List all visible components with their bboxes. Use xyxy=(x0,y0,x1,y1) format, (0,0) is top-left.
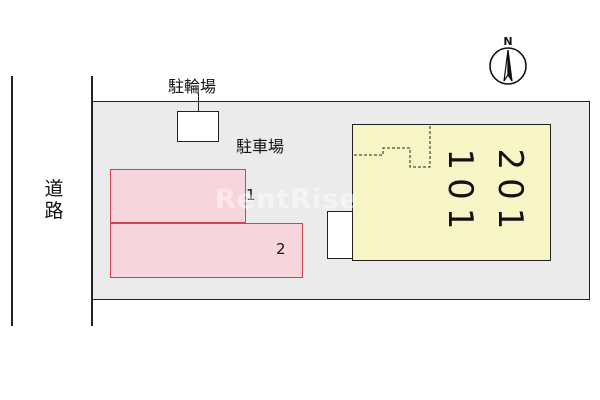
watermark: RentRise xyxy=(215,184,359,215)
room-number-201: 201 xyxy=(490,148,530,238)
bicycle-parking-leader-line xyxy=(198,93,199,111)
bicycle-parking-area xyxy=(177,111,219,142)
building-interior-outline xyxy=(354,125,431,168)
parking-space-number: 1 xyxy=(246,186,256,204)
parking-label: 駐車場 xyxy=(236,137,285,156)
road-edge-line xyxy=(91,76,93,326)
road-edge-line xyxy=(11,76,13,326)
parking-space-number: 2 xyxy=(276,240,286,258)
compass-icon: N xyxy=(489,35,527,85)
building xyxy=(352,124,551,261)
compass-north-label: N xyxy=(503,35,512,48)
entrance-box xyxy=(327,211,353,259)
road-label: 道路 xyxy=(44,178,64,222)
parking-space-1 xyxy=(110,169,246,223)
bicycle-parking-label: 駐輪場 xyxy=(168,77,217,96)
room-number-101: 101 xyxy=(440,148,480,238)
north-arrow: N xyxy=(487,35,529,87)
parking-space-2 xyxy=(110,223,303,278)
